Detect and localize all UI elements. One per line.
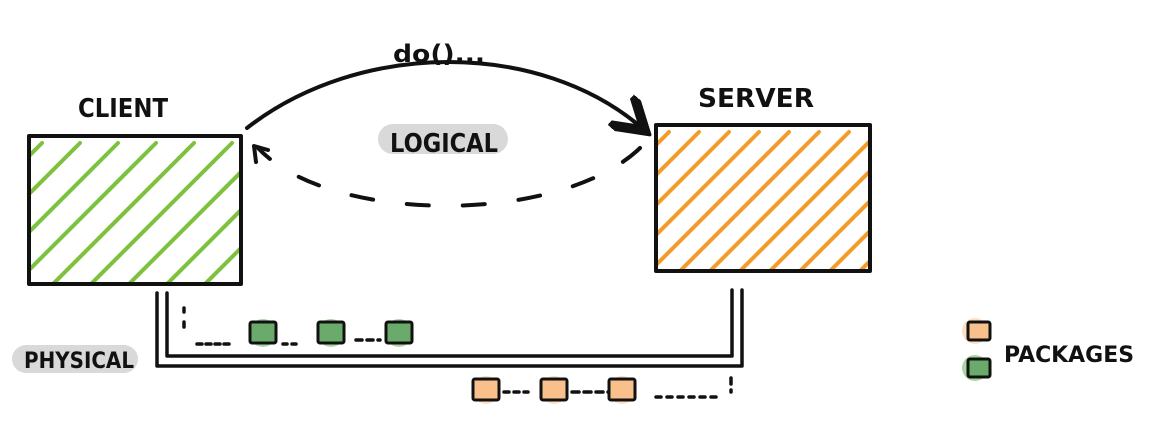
client-label: CLIENT — [78, 94, 168, 124]
client-hatch-line — [30, 141, 158, 272]
server-hatch-line — [738, 139, 869, 270]
client-hatch-line — [127, 170, 240, 283]
client-hatch-line — [0, 143, 4, 289]
packages-legend: PACKAGES — [962, 318, 1134, 381]
request-trail — [182, 306, 382, 346]
server-hatch-line — [657, 130, 701, 177]
request-package — [384, 320, 414, 345]
call-label: do()... — [393, 40, 485, 68]
response-package — [607, 377, 637, 402]
server-hatch-line — [657, 130, 761, 237]
client-hatch-line — [30, 141, 44, 158]
logical-highlight — [378, 124, 508, 154]
client-hatch-line — [238, 143, 384, 289]
client-hatch-line — [30, 141, 82, 196]
physical-wire — [155, 288, 744, 368]
client-hatch-line — [30, 141, 120, 234]
client-hatch-line — [203, 246, 240, 283]
client-hatch-line — [89, 141, 234, 283]
request-package — [316, 320, 346, 345]
server-box — [495, 123, 872, 276]
server-hatch-line — [657, 130, 731, 207]
server-hatch-line — [708, 130, 851, 270]
logical-label: LOGICAL — [390, 129, 498, 159]
packages-label: PACKAGES — [1004, 343, 1134, 368]
call-arrow — [245, 60, 642, 128]
client-box — [0, 134, 384, 289]
response-package — [471, 377, 501, 402]
return-arrowhead — [252, 144, 270, 164]
legend-request-package — [966, 357, 992, 379]
client-hatch-line — [165, 208, 240, 283]
server-hatch-line — [768, 169, 869, 270]
physical-highlight — [12, 345, 138, 373]
response-package — [539, 377, 569, 402]
server-hatch-line — [798, 199, 869, 270]
request-package — [248, 320, 278, 345]
server-hatch-line — [828, 229, 869, 270]
server-label: SERVER — [698, 84, 814, 114]
client-hatch-line — [51, 141, 196, 283]
response-trail — [502, 376, 733, 399]
server-hatch-line — [657, 130, 791, 267]
server-hatch-line — [858, 259, 869, 270]
server-hatch-line — [495, 132, 639, 276]
server-hatch-line — [678, 130, 821, 270]
server-hatch-line — [657, 130, 671, 147]
legend-response-package — [966, 320, 992, 342]
physical-label: PHYSICAL — [24, 349, 134, 374]
